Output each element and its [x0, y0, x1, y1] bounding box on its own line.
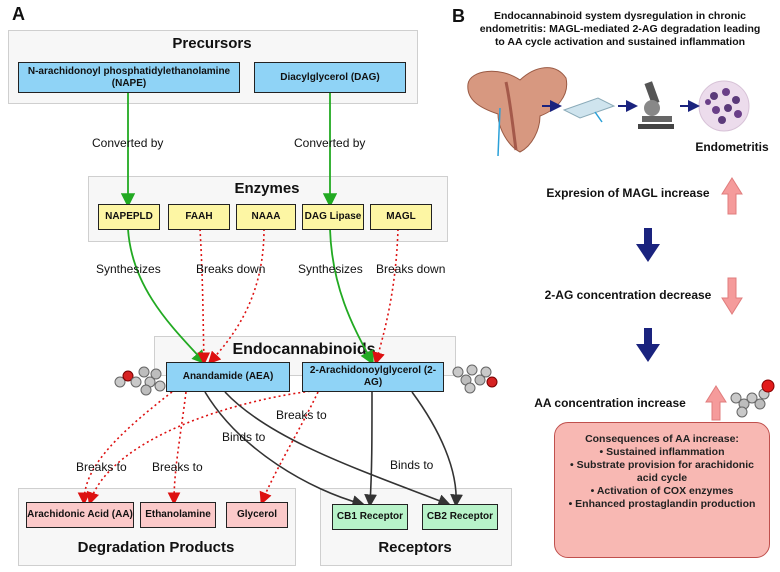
arrow-magl-2ag: [372, 228, 399, 366]
enzyme-faah: FAAH: [168, 204, 230, 230]
breaks-to-label-1: Breaks to: [76, 460, 127, 474]
arrow-2ag-cb2: [411, 391, 463, 508]
consequence-item: Substrate provision for arachidonic acid…: [555, 459, 769, 485]
arrow-aea-cb1: [204, 391, 366, 508]
degradation-title: Degradation Products: [77, 539, 235, 556]
dag-box: Diacylglycerol (DAG): [254, 62, 406, 93]
aa-molecule-icon: [730, 379, 775, 418]
converted-by-label-1: Converted by: [92, 136, 164, 150]
aa-box: Arachidonic Acid (AA): [26, 502, 134, 528]
arrow-2ag-cb1: [364, 391, 377, 508]
panel-b-title-line-2: endometritis: MAGL-mediated 2-AG degrada…: [479, 23, 761, 35]
down-arrow-2: [636, 328, 660, 362]
nape-box: N-arachidonoyl phosphatidylethanolamine …: [18, 62, 240, 93]
breaks-down-label-1: Breaks down: [196, 262, 266, 276]
consequence-item: Activation of COX enzymes: [555, 485, 769, 498]
uterus-icon: [467, 67, 568, 157]
synthesizes-label-1: Synthesizes: [96, 262, 161, 276]
2ag-box: 2-Arachidonoylglycerol (2-AG): [302, 362, 444, 392]
breaks-to-label-2: Breaks to: [152, 460, 203, 474]
panel-b-title-line-3: to AA cycle activation and sustained inf…: [494, 36, 746, 48]
enzyme-napepld: NAPEPLD: [98, 204, 160, 230]
arrow-aea-aa: [77, 391, 173, 506]
arrow-napepld-aea: [127, 228, 207, 365]
slide-icon: [562, 97, 616, 123]
step-magl-increase: Expresion of MAGL increase: [546, 186, 710, 200]
2ag-molecule-icon: [452, 364, 498, 394]
consequence-item: Enhanced prostaglandin production: [555, 498, 769, 511]
glycerol-box: Glycerol: [226, 502, 288, 528]
arrow-2ag-aa: [86, 389, 321, 506]
synthesizes-label-2: Synthesizes: [298, 262, 363, 276]
arrow-aea-cb2: [224, 391, 451, 507]
binds-to-label-1: Binds to: [222, 430, 266, 444]
endometritis-label: Endometritis: [695, 140, 769, 154]
aea-box: Anandamide (AEA): [166, 362, 290, 392]
microscope-icon: [638, 81, 674, 129]
consequences-list: Sustained inflammation Substrate provisi…: [555, 446, 769, 511]
arrow-naaa-aea: [207, 228, 265, 365]
breaks-down-label-2: Breaks down: [376, 262, 446, 276]
2ag-down-arrow-icon: [721, 277, 743, 315]
step-aa-increase: AA concentration increase: [534, 396, 686, 410]
down-arrow-1: [636, 228, 660, 262]
endocannabinoids-title: Endocannabinoids: [232, 341, 376, 358]
enzymes-title: Enzymes: [234, 180, 300, 197]
converted-by-label-2: Converted by: [294, 136, 366, 150]
binds-to-label-2: Binds to: [390, 458, 434, 472]
arrow-2ag-glycerol: [259, 391, 319, 505]
enzyme-magl: MAGL: [370, 204, 432, 230]
step-2ag-decrease: 2-AG concentration decrease: [544, 288, 712, 302]
panel-b-title-line-1: Endocannabinoid system dysregulation in …: [493, 10, 747, 22]
panel-a-letter: A: [12, 4, 25, 24]
arrow-daglipase-2ag: [329, 228, 374, 366]
cells-icon: [698, 80, 750, 132]
consequences-title: Consequences of AA increase:: [585, 433, 739, 445]
cb2-receptor-box: CB2 Receptor: [422, 504, 498, 530]
panel-b-title: Endocannabinoid system dysregulation in …: [470, 10, 770, 49]
consequence-item: Sustained inflammation: [555, 446, 769, 459]
aea-molecule-icon: [114, 366, 166, 396]
enzyme-dag-lipase: DAG Lipase: [302, 204, 364, 230]
breaks-to-label-3: Breaks to: [276, 408, 327, 422]
precursors-title: Precursors: [172, 35, 252, 52]
receptors-title: Receptors: [378, 539, 452, 556]
arrow-faah-aea: [197, 228, 211, 366]
aa-up-arrow-icon: [705, 385, 727, 421]
enzyme-naaa: NAAA: [236, 204, 296, 230]
arrow-aea-ethanolamine: [167, 391, 187, 506]
panel-b-letter: B: [452, 6, 465, 26]
consequences-box: Consequences of AA increase: Sustained i…: [554, 422, 770, 558]
ethanolamine-box: Ethanolamine: [140, 502, 216, 528]
magl-up-arrow-icon: [721, 177, 743, 215]
cb1-receptor-box: CB1 Receptor: [332, 504, 408, 530]
